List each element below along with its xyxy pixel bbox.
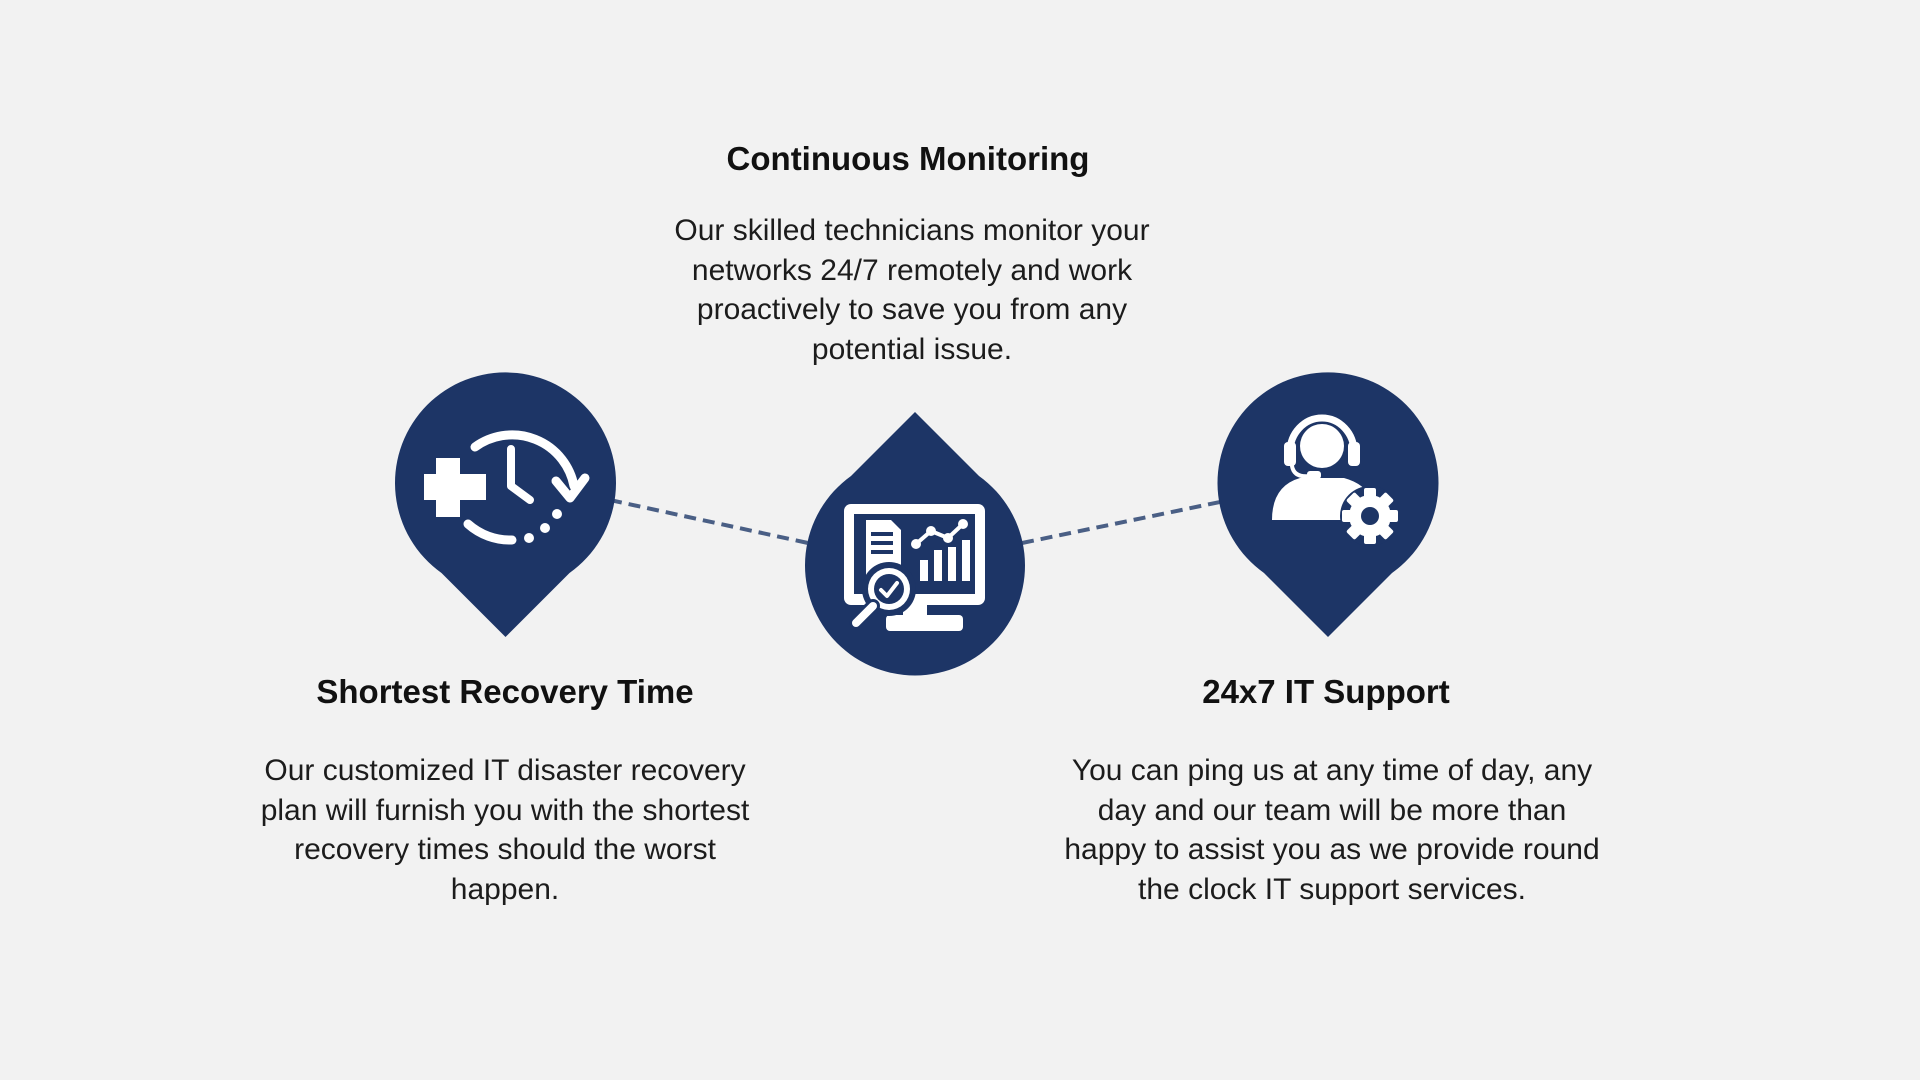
support-description: You can ping us at any time of day, any …	[1032, 751, 1632, 909]
recovery-description-line: plan will furnish you with the shortest	[260, 793, 750, 827]
monitoring-description: Our skilled technicians monitor your net…	[612, 211, 1212, 369]
recovery-description-line: happen.	[450, 872, 560, 906]
monitoring-description-line: networks 24/7 remotely and work	[691, 253, 1133, 287]
medical-cross-clock-recovery-icon	[424, 430, 590, 545]
computer-analytics-monitoring-icon	[844, 504, 985, 631]
connector-left	[609, 498, 809, 545]
monitoring-description-line: Our skilled technicians monitor your	[674, 214, 1150, 247]
monitoring-description-line: proactively to save you from any	[696, 293, 1128, 326]
support-title: 24x7 IT Support	[1202, 673, 1450, 710]
recovery-description-line: recovery times should the worst	[294, 833, 716, 866]
support-description-line: You can ping us at any time of day, any	[1071, 754, 1593, 787]
recovery-title: Shortest Recovery Time	[316, 673, 694, 710]
support-description-line: happy to assist you as we provide round	[1064, 833, 1600, 866]
monitoring-description-line: potential issue.	[811, 332, 1013, 366]
recovery-description-line: Our customized IT disaster recovery	[264, 754, 746, 787]
support-description-line: day and our team will be more than	[1097, 793, 1567, 827]
monitoring-title: Continuous Monitoring	[726, 140, 1090, 177]
recovery-description: Our customized IT disaster recovery plan…	[205, 751, 805, 909]
connector-right	[1021, 500, 1221, 545]
headset-agent-gear-support-icon	[1272, 414, 1400, 546]
recovery-marker	[395, 372, 616, 637]
support-description-line: the clock IT support services.	[1138, 872, 1526, 906]
